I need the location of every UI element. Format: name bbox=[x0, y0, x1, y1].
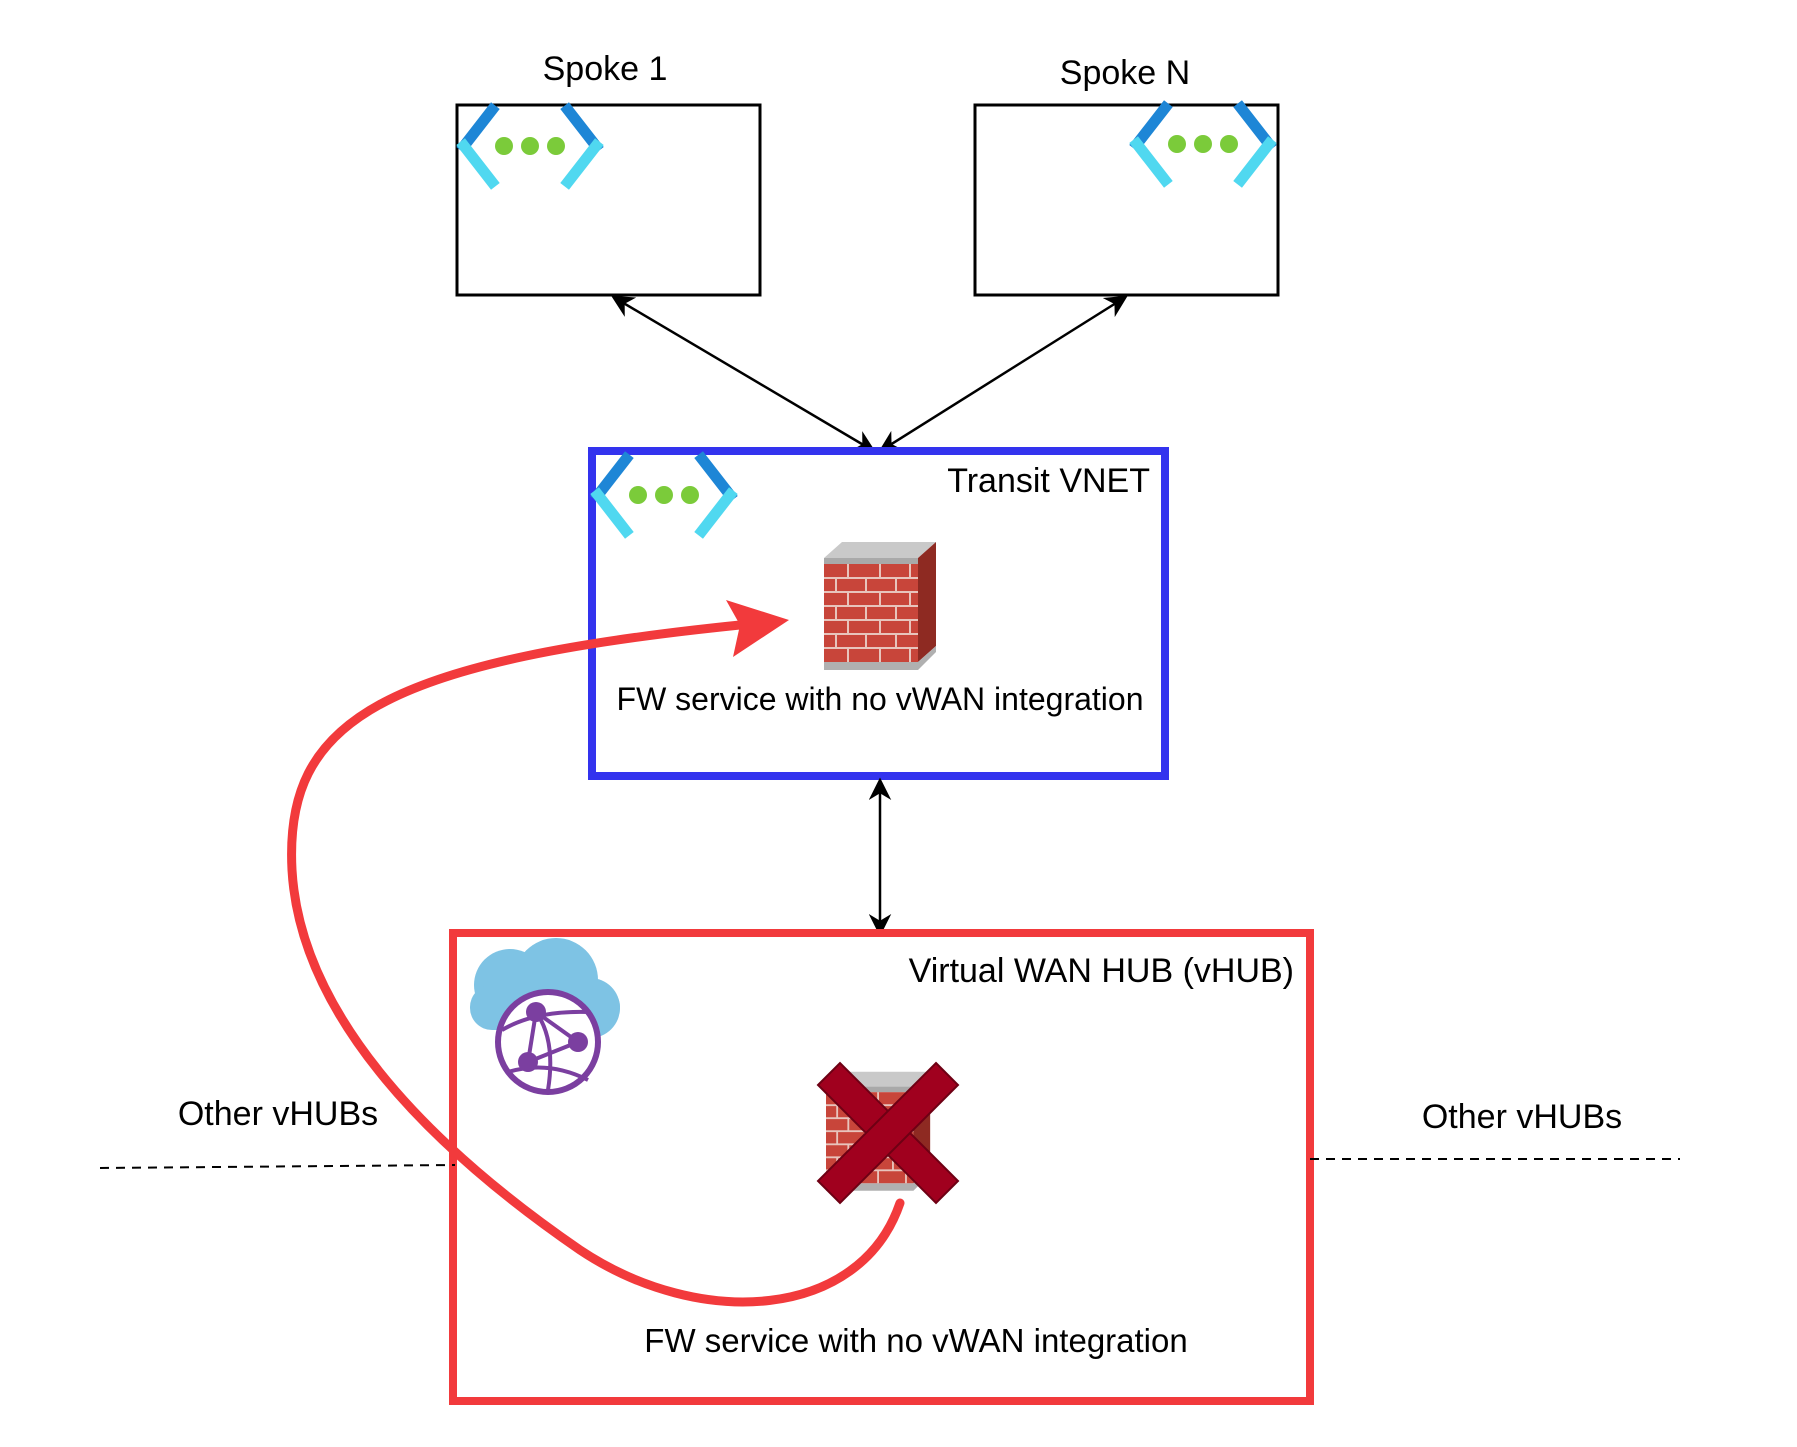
transit-vnet-label: Transit VNET bbox=[947, 462, 1150, 500]
spokeN-transit-link bbox=[878, 295, 1128, 453]
blocked-flow-arrow bbox=[287, 618, 905, 1307]
other-vhubs-right-label: Other vHUBs bbox=[1422, 1098, 1622, 1136]
virtual-wan-icon bbox=[470, 938, 620, 1095]
spokeN-box[interactable] bbox=[973, 103, 1280, 297]
blocked-flow-arrowhead bbox=[726, 600, 789, 657]
red-x-icon bbox=[816, 1061, 960, 1205]
firewall-icon[interactable] bbox=[823, 541, 937, 671]
spokeN-label: Spoke N bbox=[1060, 54, 1190, 92]
vhub-label: Virtual WAN HUB (vHUB) bbox=[909, 952, 1294, 990]
transit-fw-caption: FW service with no vWAN integration bbox=[617, 681, 1144, 717]
spoke1-transit-link bbox=[611, 295, 876, 453]
other-vhubs-left-link bbox=[99, 1164, 456, 1169]
vhub-box[interactable] bbox=[449, 929, 1314, 1405]
spoke1-box[interactable] bbox=[455, 103, 762, 297]
spoke1-label: Spoke 1 bbox=[543, 50, 668, 88]
other-vhubs-left-label: Other vHUBs bbox=[178, 1095, 378, 1133]
vhub-fw-caption: FW service with no vWAN integration bbox=[644, 1322, 1187, 1359]
